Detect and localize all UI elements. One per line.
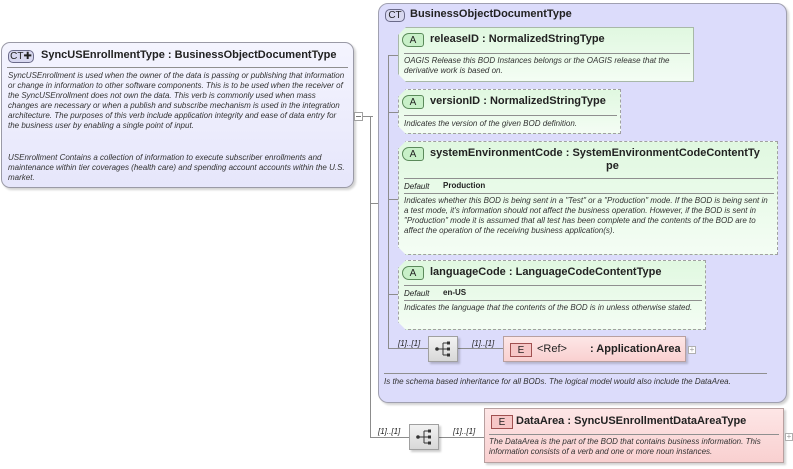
complex-type-badge: CT: [385, 9, 405, 22]
connector: [388, 348, 428, 349]
collapse-button[interactable]: [354, 112, 363, 121]
divider: [404, 53, 690, 54]
connector: [438, 437, 484, 438]
attribute-badge: A: [402, 95, 424, 109]
expand-button[interactable]: +: [688, 345, 696, 354]
divider: [404, 178, 774, 179]
default-value: en-US: [443, 288, 467, 297]
connector: [388, 112, 398, 113]
default-value: Production: [443, 181, 486, 190]
separator: :: [565, 147, 570, 159]
root-description: SyncUSEnrollment is used when the owner …: [8, 71, 345, 130]
root-title: SyncUSEnrollmentType : BusinessObjectDoc…: [41, 49, 337, 61]
attribute-type: NormalizedStringType: [488, 33, 605, 45]
sequence-compositor[interactable]: [409, 424, 439, 450]
sequence-cardinality: [1]..[1]: [398, 339, 421, 348]
separator: :: [567, 415, 572, 427]
default-label: Default: [404, 182, 430, 191]
separator: :: [483, 95, 487, 107]
connector: [388, 55, 389, 348]
attribute-type-continued: pe: [606, 160, 619, 172]
element-ApplicationArea[interactable]: E <Ref> : ApplicationArea: [503, 336, 686, 362]
attribute-description: Indicates the language that the contents…: [404, 303, 693, 312]
connector: [370, 437, 410, 438]
divider: [489, 434, 779, 435]
attribute-badge: A: [402, 147, 424, 161]
element-type: SyncUSEnrollmentDataAreaType: [574, 415, 747, 427]
attribute-releaseID[interactable]: A releaseID : NormalizedStringType OAGIS…: [398, 27, 694, 82]
attribute-name: systemEnvironmentCode: [430, 147, 563, 159]
connector: [388, 199, 398, 200]
element-cardinality: [1]..[1]: [472, 339, 495, 348]
base-title: BusinessObjectDocumentType: [410, 8, 572, 20]
separator: :: [508, 266, 513, 278]
base-description: Is the schema based inheritance for all …: [384, 377, 731, 386]
root-complex-type[interactable]: CT✚ SyncUSEnrollmentType : BusinessObjec…: [1, 42, 354, 188]
connector: [363, 116, 373, 117]
element-cardinality: [1]..[1]: [453, 427, 476, 436]
attribute-type: LanguageCodeContentType: [515, 266, 662, 278]
attribute-badge: A: [402, 33, 424, 47]
element-DataArea[interactable]: E DataArea : SyncUSEnrollmentDataAreaTyp…: [484, 408, 784, 463]
attribute-name: versionID: [430, 95, 481, 107]
attribute-badge: A: [402, 266, 424, 280]
element-type: : ApplicationArea: [590, 343, 681, 355]
element-description: The DataArea is the part of the BOD that…: [489, 437, 761, 456]
divider: [384, 373, 767, 374]
separator: :: [482, 33, 486, 45]
expand-button[interactable]: +: [785, 432, 793, 441]
attribute-type: NormalizedStringType: [489, 95, 606, 107]
sequence-icon: [416, 429, 431, 445]
attribute-description: OAGIS Release this BOD Instances belongs…: [404, 56, 670, 75]
default-label: Default: [404, 289, 430, 298]
element-badge: E: [510, 343, 532, 357]
attribute-languageCode[interactable]: A languageCode : LanguageCodeContentType…: [398, 260, 706, 330]
attribute-systemEnvironmentCode[interactable]: A systemEnvironmentCode : SystemEnvironm…: [398, 141, 778, 255]
attribute-name: languageCode: [430, 266, 506, 278]
element-name: DataArea: [516, 415, 565, 427]
connector: [388, 55, 398, 56]
attribute-name: releaseID: [430, 33, 479, 45]
divider: [7, 67, 348, 68]
complex-type-badge: CT✚: [8, 50, 34, 63]
divider: [404, 115, 617, 116]
connector: [388, 294, 398, 295]
connector: [370, 116, 371, 437]
sequence-compositor[interactable]: [428, 336, 458, 362]
attribute-type: SystemEnvironmentCodeContentTy: [572, 147, 760, 159]
root-description-2: USEnrollment Contains a collection of in…: [8, 153, 345, 182]
attribute-description: Indicates whether this BOD is being sent…: [404, 196, 768, 235]
sequence-cardinality: [1]..[1]: [378, 427, 401, 436]
element-badge: E: [491, 415, 513, 429]
connector: [457, 348, 503, 349]
sequence-icon: [435, 341, 450, 357]
divider: [404, 285, 702, 286]
divider: [404, 300, 702, 301]
attribute-description: Indicates the version of the given BOD d…: [404, 119, 577, 128]
divider: [404, 193, 774, 194]
connector: [370, 203, 380, 204]
element-ref: <Ref>: [537, 343, 567, 355]
attribute-versionID[interactable]: A versionID : NormalizedStringType Indic…: [398, 89, 621, 134]
